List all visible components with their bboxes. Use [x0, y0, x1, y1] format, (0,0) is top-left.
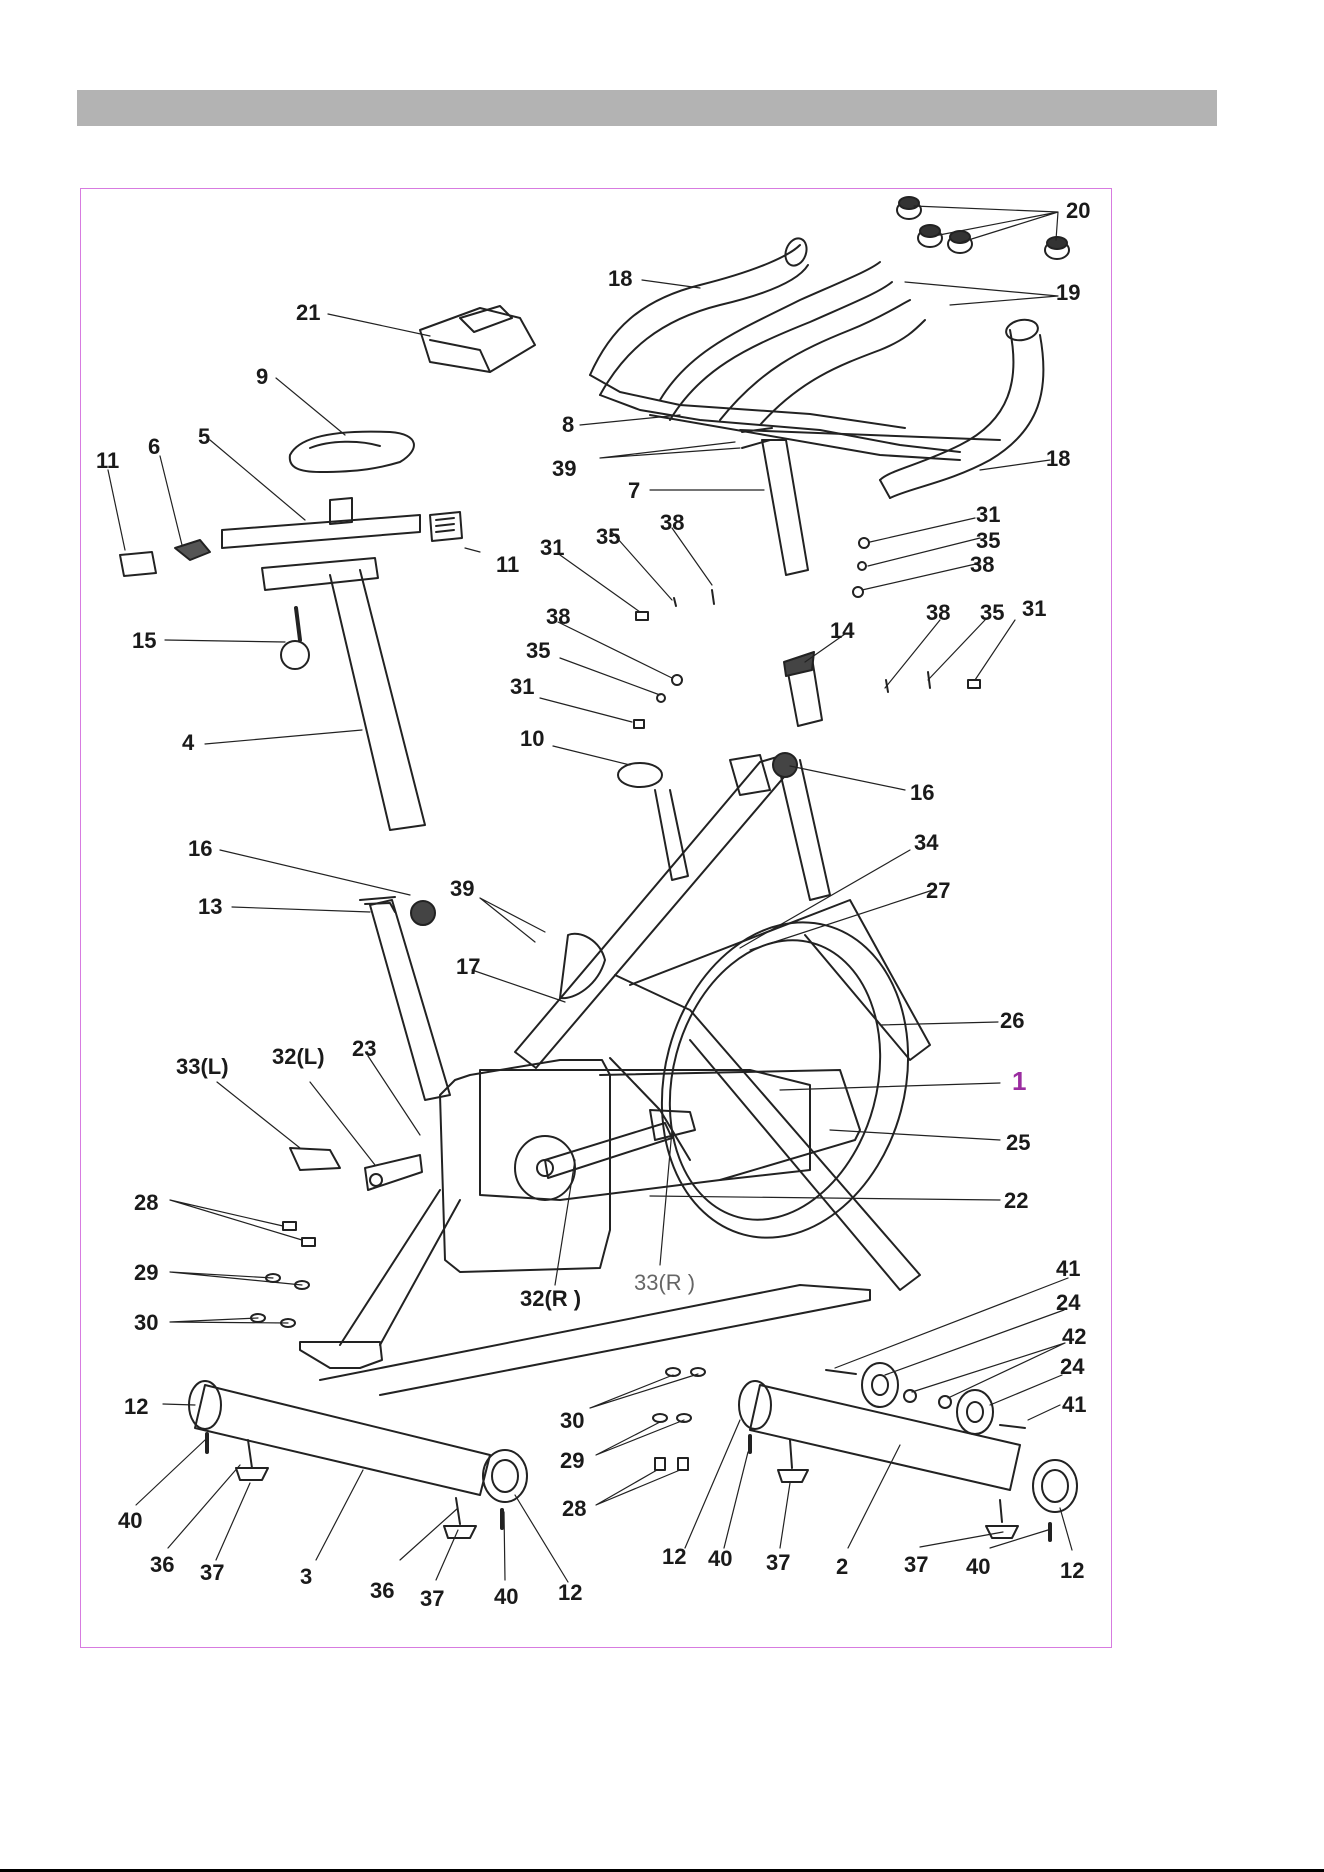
- seat-knob-drawing: [175, 540, 210, 560]
- part-label-38-right: 38: [926, 600, 950, 625]
- part-label-24-bottom: 24: [1060, 1354, 1085, 1379]
- seat-drawing: [290, 432, 414, 472]
- part-label-28-left: 28: [134, 1190, 158, 1215]
- part-label-18-top: 18: [608, 266, 632, 291]
- part-label-42: 42: [1062, 1324, 1086, 1349]
- part-label-29-left: 29: [134, 1260, 158, 1285]
- stabilizer-rear-drawing: [189, 1381, 527, 1538]
- seat-slide-drawing: [222, 498, 420, 548]
- part-label-15: 15: [132, 628, 156, 653]
- part-label-31-top: 31: [540, 535, 564, 560]
- part-label-32R: 32(R ): [520, 1286, 581, 1311]
- part-label-1: 1: [1012, 1066, 1026, 1096]
- part-label-31-right-top: 31: [976, 502, 1000, 527]
- small-hardware-left-drawing: [251, 1222, 315, 1327]
- part-label-26: 26: [1000, 1008, 1024, 1033]
- part-label-30-left: 30: [134, 1310, 158, 1335]
- bolt-set-left-drawing: [634, 590, 714, 728]
- part-label-25: 25: [1006, 1130, 1030, 1155]
- part-label-3: 3: [300, 1564, 312, 1589]
- part-label-29-right: 29: [560, 1448, 584, 1473]
- part-label-22: 22: [1004, 1188, 1028, 1213]
- part-label-37-right: 37: [904, 1552, 928, 1577]
- flywheel-drawing: [628, 894, 943, 1265]
- part-label-32L: 32(L): [272, 1044, 325, 1069]
- part-label-35-mid: 35: [526, 638, 550, 663]
- part-label-27: 27: [926, 878, 950, 903]
- part-label-7: 7: [628, 478, 640, 503]
- bolt-set-right-drawing: [853, 538, 980, 692]
- part-label-40-left: 40: [118, 1508, 142, 1533]
- part-label-35-right-top: 35: [976, 528, 1000, 553]
- bottle-cage-drawing: [560, 934, 605, 998]
- part-label-20: 20: [1066, 198, 1090, 223]
- part-label-31-right: 31: [1022, 596, 1046, 621]
- part-label-18-right: 18: [1046, 446, 1070, 471]
- part-label-33L: 33(L): [176, 1054, 229, 1079]
- part-label-11-right: 11: [496, 552, 519, 577]
- part-label-24-top: 24: [1056, 1290, 1081, 1315]
- pop-pin-drawing: [281, 608, 309, 669]
- part-label-13: 13: [198, 894, 222, 919]
- tension-knob-drawing: [618, 763, 688, 880]
- part-label-35-right: 35: [980, 600, 1004, 625]
- handlebar-drawing: [590, 235, 1043, 498]
- part-label-28-right: 28: [562, 1496, 586, 1521]
- part-label-31-mid: 31: [510, 674, 534, 699]
- part-label-12-right: 12: [1060, 1558, 1084, 1583]
- part-label-40-mid: 40: [494, 1584, 518, 1609]
- stabilizer-front-drawing: [739, 1381, 1077, 1540]
- part-label-5: 5: [198, 424, 210, 449]
- part-label-41-top: 41: [1056, 1256, 1080, 1281]
- part-label-14: 14: [830, 618, 855, 643]
- part-label-6: 6: [148, 434, 160, 459]
- small-hardware-right-drawing: [653, 1368, 705, 1470]
- console-holder-drawing: [420, 306, 535, 372]
- part-label-2: 2: [836, 1554, 848, 1579]
- part-label-12-mid: 12: [558, 1580, 582, 1605]
- part-label-37-front: 37: [766, 1550, 790, 1575]
- part-label-38-mid: 38: [546, 604, 570, 629]
- part-label-39-top: 39: [552, 456, 576, 481]
- crank-pedal-drawing: [290, 1110, 695, 1200]
- part-label-40-right: 40: [966, 1554, 990, 1579]
- bracket-holder-drawing: [784, 652, 822, 726]
- part-label-41-bottom: 41: [1062, 1392, 1086, 1417]
- part-label-30-right: 30: [560, 1408, 584, 1433]
- part-label-40-front: 40: [708, 1546, 732, 1571]
- part-label-35-top: 35: [596, 524, 620, 549]
- part-label-36-mid: 36: [370, 1578, 394, 1603]
- part-label-11-left: 11: [96, 448, 119, 473]
- part-label-12-left: 12: [124, 1394, 148, 1419]
- part-label-19: 19: [1056, 280, 1080, 305]
- part-label-9: 9: [256, 364, 268, 389]
- part-label-34: 34: [914, 830, 939, 855]
- part-label-38-right-top: 38: [970, 552, 994, 577]
- part-label-37-left: 37: [200, 1560, 224, 1585]
- part-label-23: 23: [352, 1036, 376, 1061]
- part-label-16-left: 16: [188, 836, 212, 861]
- part-label-17: 17: [456, 954, 480, 979]
- handlebar-post-drawing: [742, 428, 808, 575]
- part-label-21: 21: [296, 300, 320, 325]
- part-label-16-right: 16: [910, 780, 934, 805]
- part-label-38-top: 38: [660, 510, 684, 535]
- part-label-33R: 33(R ): [634, 1270, 695, 1295]
- part-labels: 20 18 19 21 9 8 11 6 5 39 18 7 31 35 38 …: [96, 198, 1090, 1611]
- part-label-37-mid: 37: [420, 1586, 444, 1611]
- seat-post-drawing: [262, 558, 425, 830]
- part-label-10: 10: [520, 726, 544, 751]
- part-label-36-left: 36: [150, 1552, 174, 1577]
- part-label-12-right-front: 12: [662, 1544, 686, 1569]
- part-label-8: 8: [562, 412, 574, 437]
- part-label-4: 4: [182, 730, 195, 755]
- part-label-39-mid: 39: [450, 876, 474, 901]
